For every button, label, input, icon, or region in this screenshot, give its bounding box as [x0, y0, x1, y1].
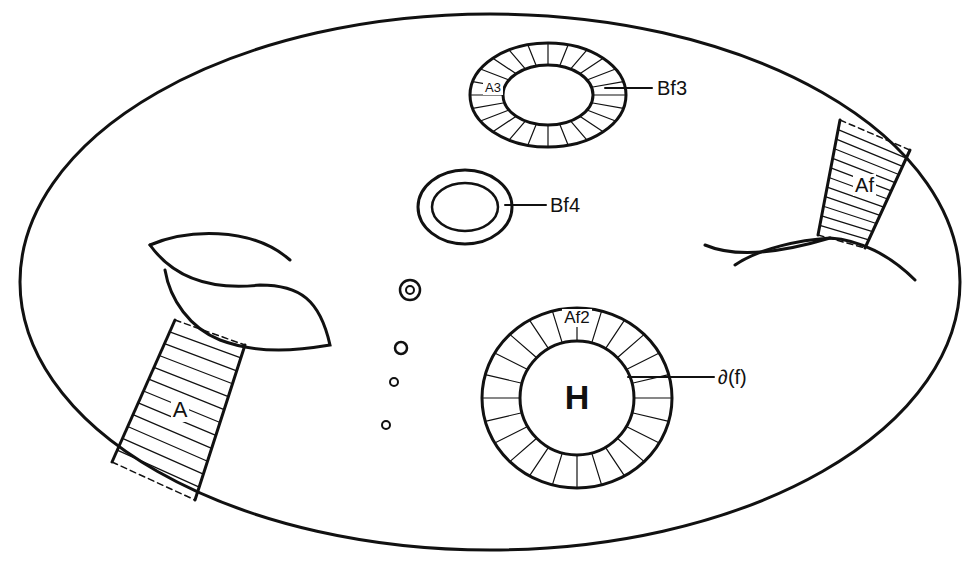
left-handle [150, 234, 290, 260]
right-handle [705, 238, 915, 280]
region-label: H [563, 379, 592, 416]
boundary-label: Bf3 [655, 77, 689, 99]
leader-line [505, 204, 546, 206]
boundary-disk: H [520, 341, 634, 455]
leader-line [605, 87, 652, 89]
small-circle [382, 421, 390, 429]
region-label: Af [853, 174, 876, 196]
hatched-band: A [105, 315, 255, 505]
annulus-outline [432, 183, 498, 231]
small-annulus [400, 280, 420, 300]
small-annulus [395, 342, 407, 354]
region-label: A3 [483, 81, 503, 95]
surface-outline [20, 14, 960, 550]
hatched-band: Af [812, 115, 917, 255]
boundary-label: ∂(f) [716, 366, 749, 388]
hatched-annulus: A3 [468, 41, 628, 149]
region-label: Af2 [562, 309, 592, 328]
annulus-outline [418, 170, 512, 244]
hatched-annulus: Af2H [480, 306, 674, 490]
boundary-label: Bf4 [548, 194, 582, 216]
right-handle [735, 238, 830, 265]
small-circle [390, 378, 398, 386]
small-annulus [406, 286, 414, 294]
region-label: A [171, 398, 190, 422]
